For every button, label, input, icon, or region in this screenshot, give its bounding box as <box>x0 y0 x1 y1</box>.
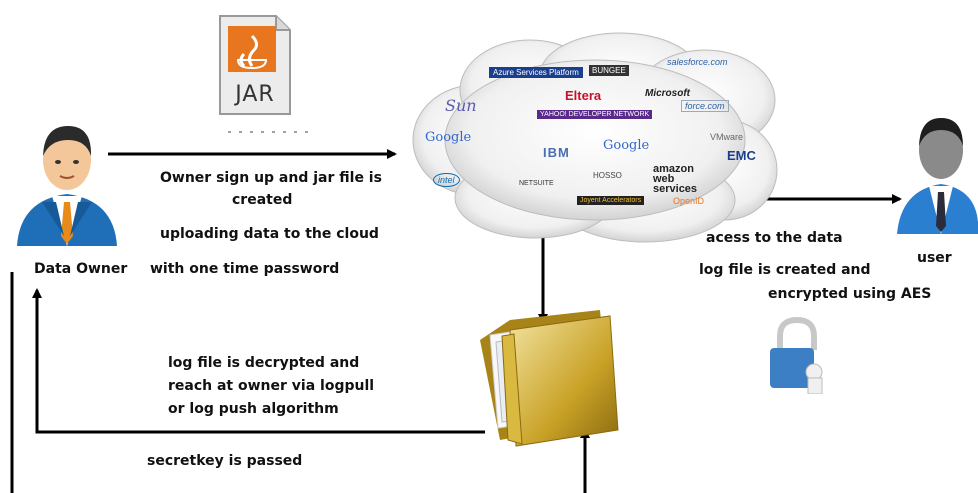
cloud-logo-google-left: Google <box>425 130 472 145</box>
label-logpush: or log push algorithm <box>168 401 339 417</box>
cloud-logo-yahoo: YAHOO! DEVELOPER NETWORK <box>537 110 653 119</box>
user-avatar <box>897 118 978 234</box>
log-folder-icon <box>480 310 619 447</box>
cloud-logo-microsoft: Microsoft <box>645 88 690 99</box>
label-log-created: log file is created and <box>699 262 871 278</box>
label-access-data: acess to the data <box>706 230 843 246</box>
label-one-time-password: with one time password <box>150 261 340 277</box>
cloud-logo-amazon: amazon web services <box>653 163 698 195</box>
cloud-logo-ibm: IBM <box>543 145 570 160</box>
label-logpull: reach at owner via logpull <box>168 378 375 394</box>
label-owner-signup: Owner sign up and jar file is <box>160 170 382 186</box>
cloud-logo-eltera: Eltera <box>565 88 602 103</box>
data-owner-label: Data Owner <box>34 261 128 277</box>
cloud-logo-intel: intel <box>433 173 460 187</box>
user-label: user <box>917 250 952 266</box>
data-owner-avatar <box>17 126 117 246</box>
cloud-logo-netsuite: NETSUITE <box>519 180 554 187</box>
jar-file-icon: JAR <box>218 14 292 116</box>
label-owner-created: created <box>232 192 293 208</box>
cloud-logo-force: force.com <box>681 100 729 112</box>
cloud-logo-emc: EMC <box>727 148 756 163</box>
cloud-services: Azure Services Platform BUNGEE salesforc… <box>405 30 780 245</box>
label-secretkey: secretkey is passed <box>147 453 303 469</box>
cloud-logo-joyent: Joyent Accelerators <box>577 196 645 205</box>
cloud-logo-bungee: BUNGEE <box>589 65 629 76</box>
lock-icon <box>770 316 823 394</box>
cloud-logo-google-mid: Google <box>603 138 650 153</box>
label-log-decrypted: log file is decrypted and <box>168 355 360 371</box>
label-encrypted-aes: encrypted using AES <box>768 286 932 302</box>
cloud-logo-vmware: VMware <box>710 132 744 142</box>
cloud-logo-salesforce: salesforce.com <box>667 57 728 67</box>
cloud-logo-azure: Azure Services Platform <box>489 67 583 78</box>
cloud-logo-hosso: HOSSO <box>593 171 622 180</box>
jar-label: JAR <box>235 82 275 107</box>
cloud-logo-openid: OpenID <box>673 196 705 206</box>
cloud-logo-sun: Sun <box>445 96 477 115</box>
label-upload-cloud: uploading data to the cloud <box>160 226 379 242</box>
arrow-folder-to-owner <box>32 288 485 434</box>
